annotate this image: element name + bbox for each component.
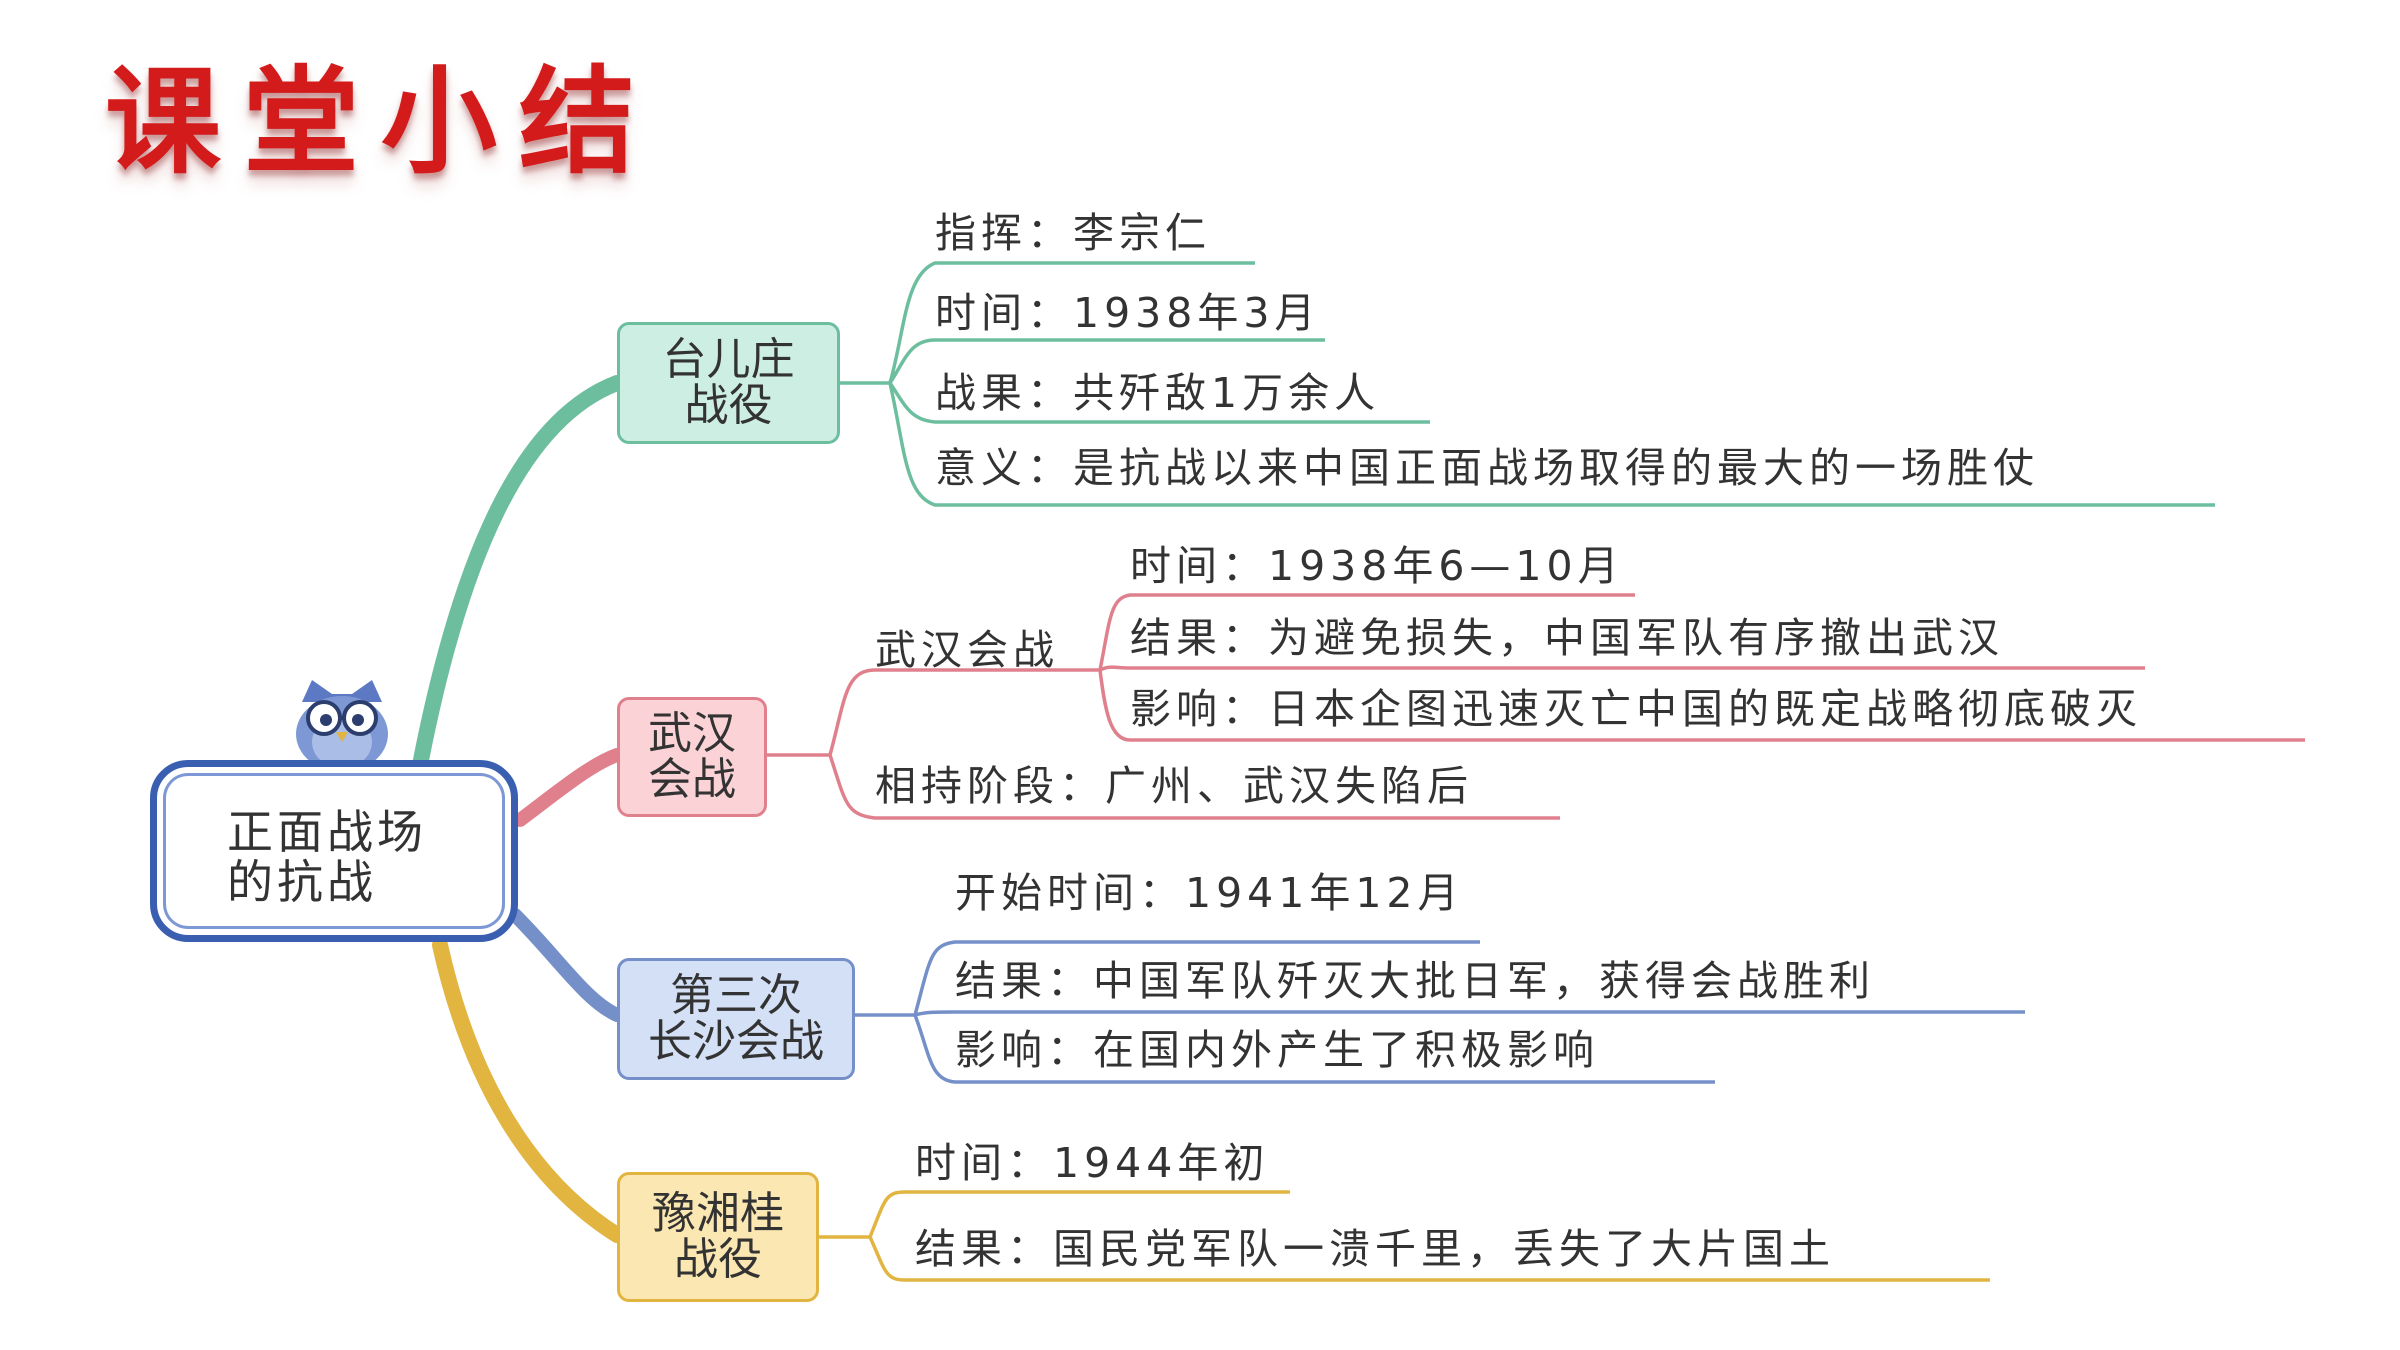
page-title: 课堂小结 <box>105 54 657 190</box>
connector-group-taierzhuang <box>840 261 2215 507</box>
leaf-wuhan-stalemate: 相持阶段：广州、武汉失陷后 <box>875 762 1473 810</box>
leaf-wuhan-impact: 影响：日本企图迅速灭亡中国的既定战略彻底破灭 <box>1130 685 2142 733</box>
leaf-wuhan-time: 时间：1938年6—10月 <box>1130 542 1624 590</box>
connector-root-yuxianggui <box>432 937 625 1243</box>
branch-yuxianggui: 豫湘桂 战役 <box>617 1172 819 1302</box>
branch-taierzhuang: 台儿庄 战役 <box>617 322 840 444</box>
leaf-changsha-impact: 影响：在国内外产生了积极影响 <box>955 1026 1599 1074</box>
leaf-taierzhuang-result: 战果：共歼敌1万余人 <box>935 369 1381 417</box>
leaf-changsha-result: 结果：中国军队歼灭大批日军，获得会战胜利 <box>955 957 1875 1005</box>
connector-root-changsha <box>508 908 624 1022</box>
sub-branch-wuhan-battle: 武汉会战 <box>875 626 1059 674</box>
leaf-wuhan-result: 结果：为避免损失，中国军队有序撤出武汉 <box>1130 614 2004 662</box>
root-node-label: 正面战场 的抗战 <box>227 805 427 909</box>
connector-group-wuhan <box>767 593 2305 820</box>
root-node: 正面战场 的抗战 <box>150 760 518 942</box>
leaf-yuxianggui-result: 结果：国民党军队一溃千里，丢失了大片国土 <box>915 1225 1835 1273</box>
connector-group-changsha <box>855 940 2025 1084</box>
branch-wuhan: 武汉 会战 <box>617 697 767 817</box>
connector-group-yuxianggui <box>819 1190 1990 1282</box>
connector-root-wuhan <box>513 748 624 827</box>
leaf-taierzhuang-significance: 意义：是抗战以来中国正面战场取得的最大的一场胜仗 <box>935 444 2039 492</box>
connector-root-taierzhuang <box>412 375 625 773</box>
leaf-changsha-start-time: 开始时间：1941年12月 <box>955 869 1464 917</box>
leaf-taierzhuang-commander: 指挥：李宗仁 <box>935 209 1211 257</box>
leaf-taierzhuang-time: 时间：1938年3月 <box>935 289 1321 337</box>
branch-changsha: 第三次 长沙会战 <box>617 958 855 1080</box>
leaf-yuxianggui-time: 时间：1944年初 <box>915 1139 1270 1187</box>
owl-with-glasses-icon <box>296 680 388 772</box>
